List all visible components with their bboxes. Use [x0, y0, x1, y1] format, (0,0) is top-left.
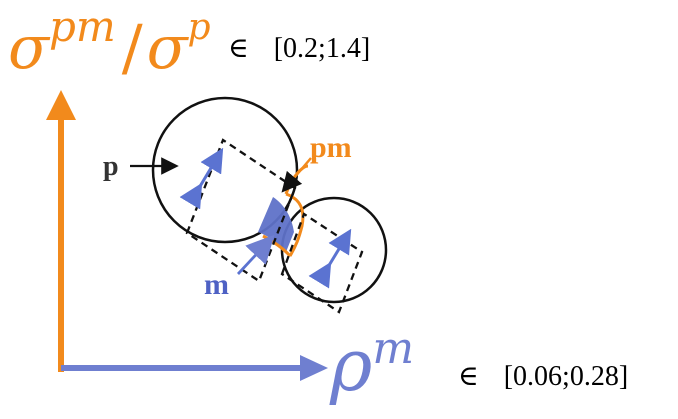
y-axis-sigma-denominator: σ [146, 13, 188, 83]
x-axis-rho-superscript: m [372, 323, 415, 374]
x-axis-range-value: [0.06;0.28] [503, 361, 629, 392]
small-particle-circle [280, 196, 388, 304]
m-pointer-arrow [236, 234, 275, 275]
small-particle-axis-arrow [308, 228, 352, 289]
x-axis-membership-symbol: ∈ [458, 359, 479, 392]
y-axis-arrowhead [46, 90, 76, 120]
large-particle-circle [151, 96, 299, 244]
x-axis-rho: ρ [330, 323, 373, 407]
meniscus-region [258, 197, 294, 252]
y-axis-membership-symbol: ∈ [228, 31, 249, 64]
y-axis-range-value: [0.2;1.4] [273, 33, 371, 64]
y-axis-range: ∈ [0.2;1.4] [228, 34, 370, 63]
y-axis-label: σ pm / σ p [8, 6, 211, 84]
axes [46, 90, 328, 381]
x-axis-range: ∈ [0.06;0.28] [458, 362, 628, 391]
y-axis-sigma-main-superscript: pm [48, 2, 116, 51]
x-axis-label: ρ m [330, 323, 415, 409]
y-axis-sigma-main: σ [8, 13, 49, 83]
particle-pair [130, 96, 388, 314]
small-particle-dashed-box [280, 212, 364, 314]
y-axis-sigma-denominator-superscript: p [187, 7, 211, 48]
x-axis-arrowhead [300, 355, 328, 381]
meniscus-label: m [204, 268, 229, 301]
pm-pointer-arrow [281, 157, 312, 193]
particle-label: p [103, 151, 119, 182]
large-particle-axis-arrow [179, 147, 224, 210]
pair-label: pm [310, 131, 352, 164]
y-axis-separator: / [121, 11, 143, 84]
